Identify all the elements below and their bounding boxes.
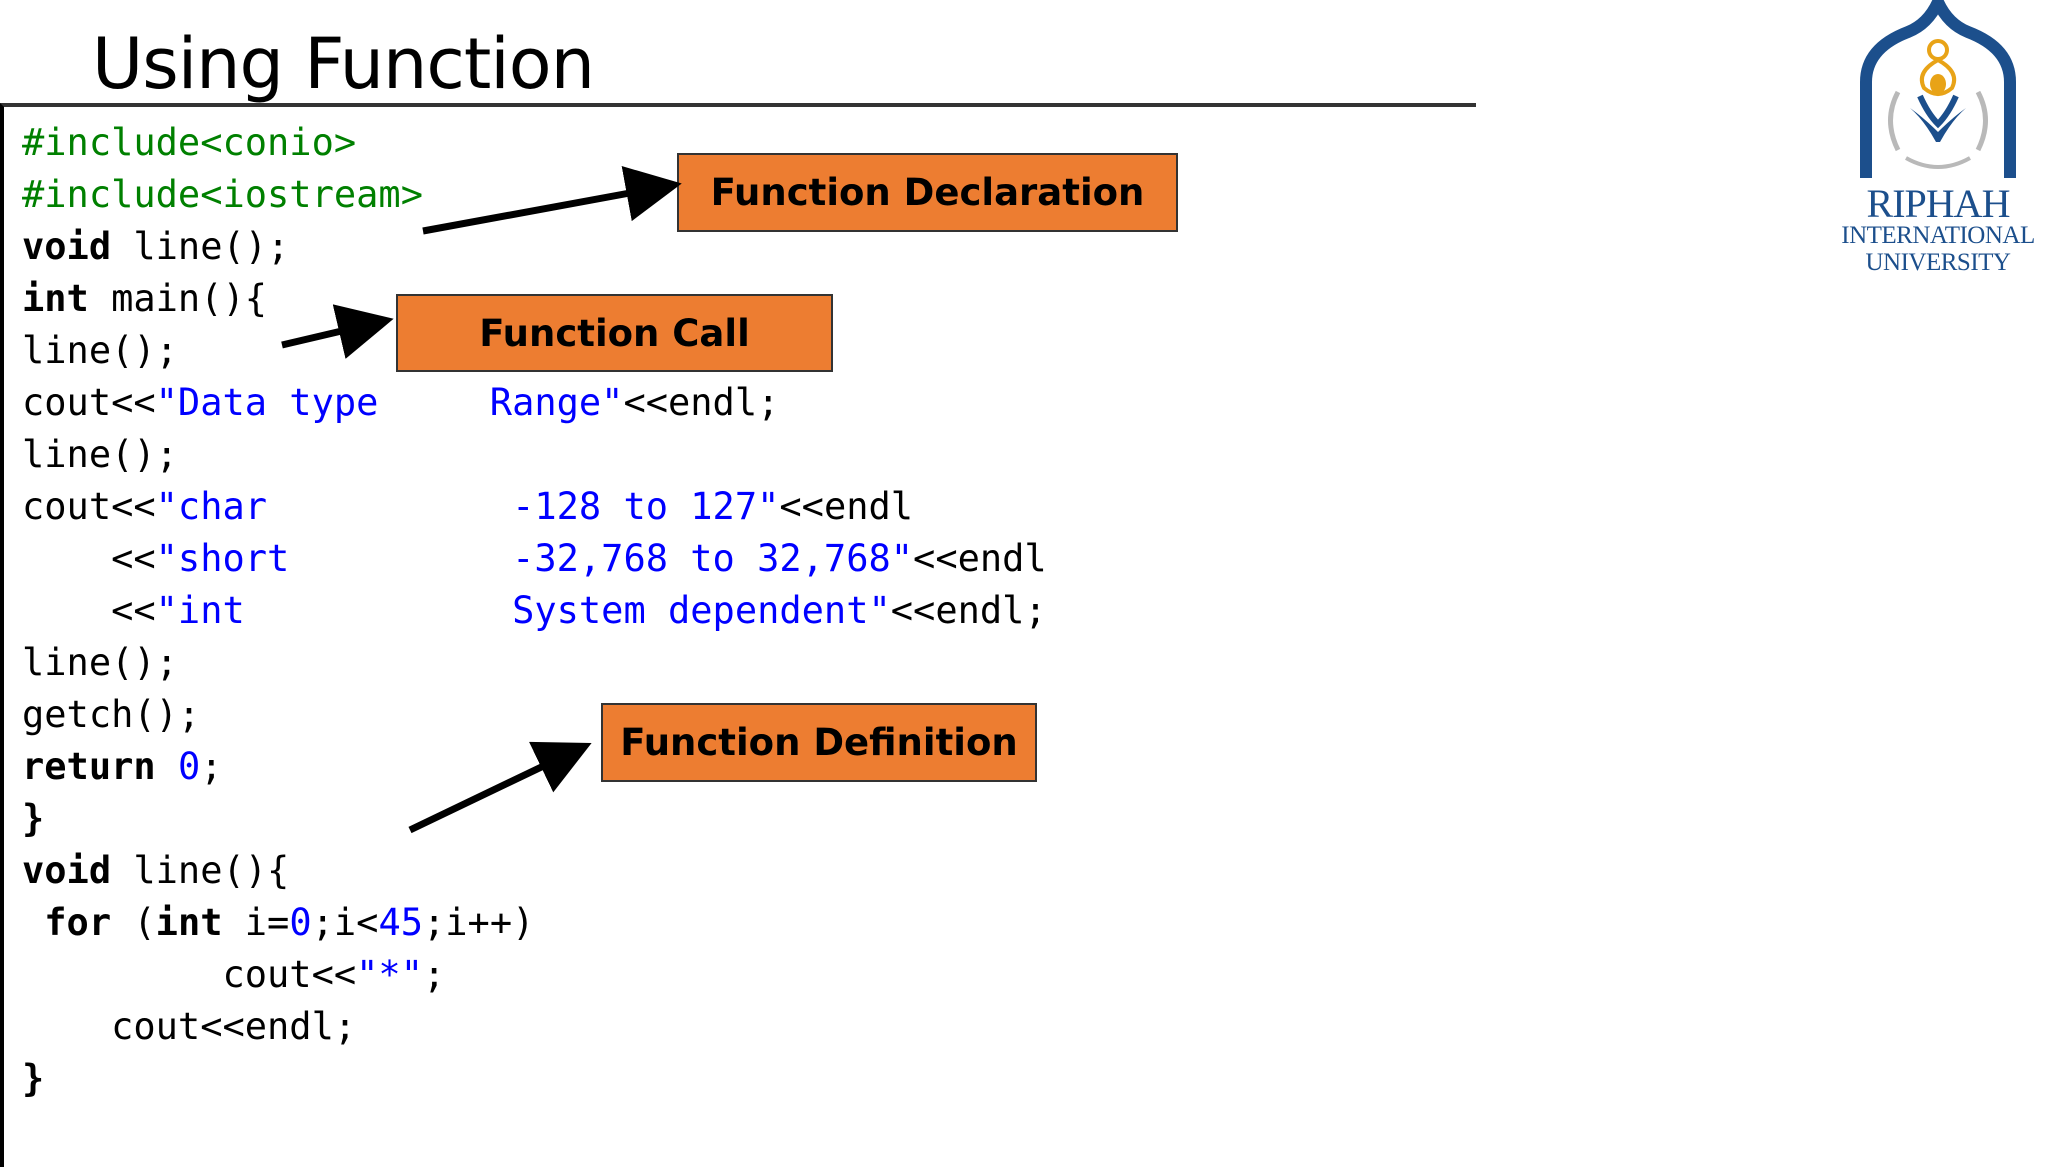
code-line: cout<<endl; [22,1001,1047,1053]
code-token: << [22,537,156,580]
code-line: } [22,793,1047,845]
code-token: << [22,589,156,632]
code-line: cout<<"*"; [22,949,1047,1001]
logo-line3: UNIVERSITY [1865,249,2012,276]
code-token: <<endl; [623,381,780,424]
code-token: line(){ [111,849,290,892]
code-token: void [22,225,112,268]
code-line: line(); [22,325,1047,377]
code-token: ; [422,953,446,996]
code-line: return 0; [22,741,1047,793]
code-token: "Data type Range" [155,381,624,424]
code-token: line(); [22,329,178,372]
code-block: #include<conio> #include<iostream> void li… [22,117,1047,1105]
code-line: for (int i=0;i<45;i++) [22,897,1047,949]
code-token: getch(); [22,693,201,736]
code-token: line(); [111,225,290,268]
code-token: line(); [22,641,178,684]
code-line: <<"int System dependent"<<endl; [22,585,1047,637]
slide-title: Using Function [92,23,595,105]
code-token: <<endl [779,485,914,528]
riphah-emblem-icon [1860,0,2016,178]
code-token: <<endl [913,537,1047,580]
callout-function-definition: Function Definition [601,703,1037,782]
code-token: int [22,277,89,320]
code-line: #include<conio> [22,117,1047,169]
code-token: <<endl; [890,589,1047,632]
logo-line2: INTERNATIONAL [1841,222,2035,249]
callout-function-call: Function Call [396,294,833,372]
code-token: cout<< [22,485,156,528]
code-token: return [22,745,156,788]
code-token [156,745,178,788]
code-line: } [22,1053,1047,1105]
code-line: line(); [22,429,1047,481]
code-token: "int System dependent" [155,589,891,632]
code-token: ( [111,901,156,944]
code-token: 0 [289,901,312,944]
code-token: cout<<endl; [22,1005,357,1048]
code-token: } [22,797,45,840]
code-token: "char -128 to 127" [155,485,780,528]
code-token: ;i< [311,901,379,944]
callout-function-declaration: Function Declaration [677,153,1178,232]
code-token: line(); [22,433,178,476]
code-line: cout<<"Data type Range"<<endl; [22,377,1047,429]
code-line: <<"short -32,768 to 32,768"<<endl [22,533,1047,585]
code-token: int [155,901,223,944]
code-line: int main(){ [22,273,1047,325]
code-token: cout<< [22,953,357,996]
code-token: 45 [378,901,423,944]
code-token: ;i++) [423,901,535,944]
code-token: main(){ [88,277,268,320]
code-token: 0 [177,745,201,788]
code-token: "*" [356,953,423,996]
code-line: getch(); [22,689,1047,741]
university-logo: RIPHAH INTERNATIONAL UNIVERSITY [1828,0,2048,290]
code-line: void line(){ [22,845,1047,897]
code-token: cout<< [22,381,156,424]
code-line: #include<iostream> [22,169,1047,221]
code-token: #include<iostream> [22,173,423,216]
code-token: ; [200,745,223,788]
code-line: line(); [22,637,1047,689]
code-panel: #include<conio> #include<iostream> void li… [0,103,1476,1167]
code-token: i= [222,901,290,944]
code-token: #include<conio> [22,121,357,164]
code-token: void [22,849,112,892]
code-token [22,901,44,944]
code-token: for [44,901,112,944]
logo-name: RIPHAH [1866,181,2011,226]
code-token: "short -32,768 to 32,768" [155,537,914,580]
code-line: cout<<"char -128 to 127"<<endl [22,481,1047,533]
code-token: } [22,1057,45,1100]
code-line: void line(); [22,221,1047,273]
